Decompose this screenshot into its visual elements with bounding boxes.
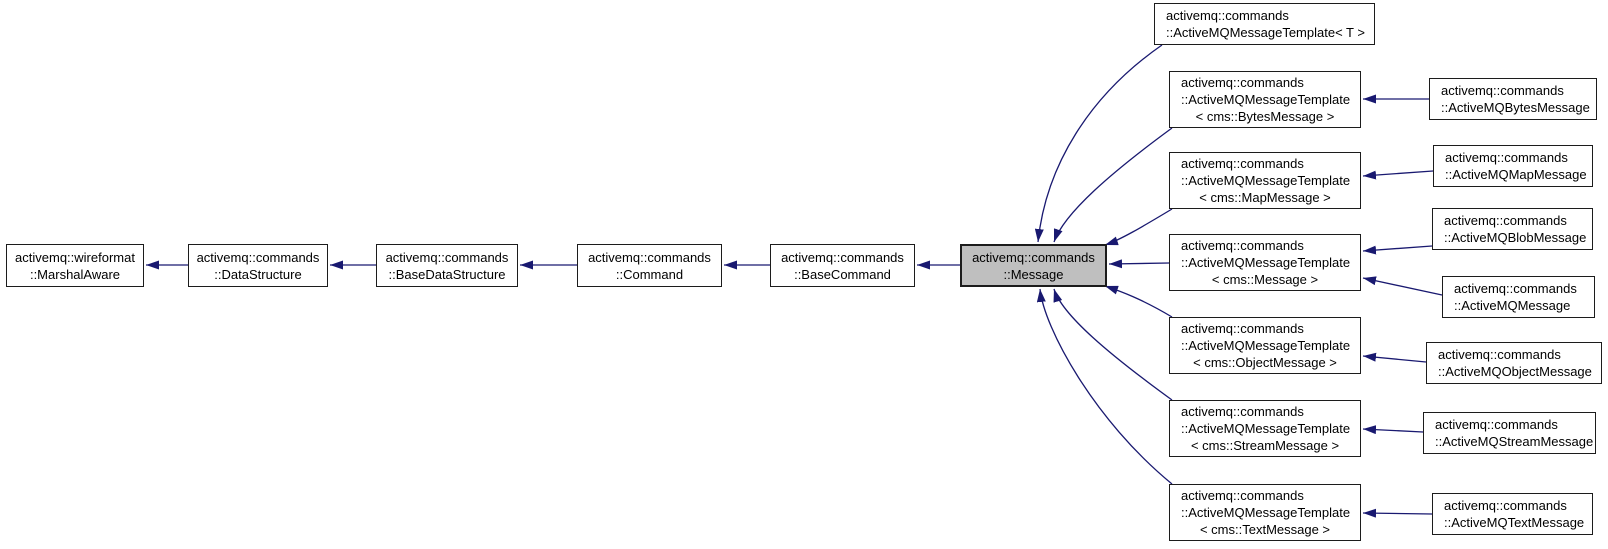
node-basedatastructure[interactable]: activemq::commands ::BaseDataStructure [376,244,518,287]
node-label-line: ::BaseCommand [794,266,891,282]
node-label-line: activemq::commands [1444,213,1567,228]
node-activemqmessagetemplate-bytesmessage[interactable]: activemq::commands ::ActiveMQMessageTemp… [1169,71,1361,128]
node-label-line: activemq::commands [1444,498,1567,513]
node-label-line: activemq::commands [1181,75,1304,90]
node-label-line: activemq::commands [1438,347,1561,362]
node-label-line: activemq::commands [1454,281,1577,296]
node-label-line: activemq::commands [1181,156,1304,171]
node-activemqmessagetemplate-t[interactable]: activemq::commands ::ActiveMQMessageTemp… [1154,3,1375,45]
node-activemqmessage[interactable]: activemq::commands ::ActiveMQMessage [1442,276,1595,318]
node-label-line: activemq::commands [196,249,320,265]
node-activemqmessagetemplate-cms-message[interactable]: activemq::commands ::ActiveMQMessageTemp… [1169,234,1361,291]
edge-template-map-to-message [1104,208,1173,246]
edge-template-bytes-to-message [1053,127,1173,243]
node-marshalaware[interactable]: activemq::wireformat ::MarshalAware [6,244,144,287]
node-label-line: activemq::commands [1445,150,1568,165]
node-activemqmessagetemplate-textmessage[interactable]: activemq::commands ::ActiveMQMessageTemp… [1169,484,1361,541]
node-label-line: ::ActiveMQMessage [1454,298,1571,313]
edge-activemqmessage-to-template [1362,276,1443,296]
node-label-line: ::ActiveMQMessageTemplate [1181,173,1351,188]
node-label-line: ::Command [615,266,684,282]
node-label-line: ::BaseDataStructure [388,266,506,282]
node-label-line: ::ActiveMQMessageTemplate< T > [1166,25,1365,40]
node-label-line: activemq::commands [1181,488,1304,503]
node-activemqblobmessage[interactable]: activemq::commands ::ActiveMQBlobMessage [1432,208,1593,250]
node-label-line: activemq::commands [1181,238,1304,253]
node-label-line: < cms::ObjectMessage > [1193,355,1337,370]
node-label-line: ::ActiveMQMapMessage [1445,167,1587,182]
node-activemqstreammessage[interactable]: activemq::commands ::ActiveMQStreamMessa… [1423,412,1596,454]
node-label-line: < cms::MapMessage > [1199,190,1331,205]
node-label-line: activemq::commands [1441,83,1564,98]
node-label-line: ::Message [1003,266,1064,282]
node-label-line: ::ActiveMQStreamMessage [1435,434,1594,449]
node-label-line: ::ActiveMQMessageTemplate [1181,255,1351,270]
node-label-line: ::ActiveMQTextMessage [1444,515,1585,530]
node-activemqbytesmessage[interactable]: activemq::commands ::ActiveMQBytesMessag… [1429,78,1597,120]
node-label-line: < cms::BytesMessage > [1195,109,1335,124]
node-command[interactable]: activemq::commands ::Command [577,244,722,287]
node-label-line: ::ActiveMQMessageTemplate [1181,338,1351,353]
edge-objectmessage-to-template [1362,352,1427,363]
edge-textmessage-to-template [1362,508,1433,518]
node-activemqtextmessage[interactable]: activemq::commands ::ActiveMQTextMessage [1432,493,1593,535]
node-label-line: < cms::Message > [1211,272,1319,287]
node-activemqobjectmessage[interactable]: activemq::commands ::ActiveMQObjectMessa… [1426,342,1602,384]
node-label-line: ::ActiveMQMessageTemplate [1181,505,1351,520]
node-activemqmessagetemplate-mapmessage[interactable]: activemq::commands ::ActiveMQMessageTemp… [1169,152,1361,209]
node-label-line: activemq::commands [1435,417,1558,432]
edge-template-object-to-message [1104,285,1173,318]
node-label-line: activemq::wireformat [15,249,135,265]
node-label-line: ::ActiveMQBytesMessage [1441,100,1590,115]
node-activemqmapmessage[interactable]: activemq::commands ::ActiveMQMapMessage [1433,145,1593,187]
node-label-line: < cms::StreamMessage > [1190,438,1340,453]
edge-mapmessage-to-template [1362,170,1434,180]
node-label-line: ::DataStructure [214,266,302,282]
node-message-current: activemq::commands ::Message [960,244,1107,287]
node-label-line: < cms::TextMessage > [1199,522,1331,537]
node-label-line: ::ActiveMQMessageTemplate [1181,92,1351,107]
node-activemqmessagetemplate-objectmessage[interactable]: activemq::commands ::ActiveMQMessageTemp… [1169,317,1361,374]
node-label-line: ::ActiveMQObjectMessage [1438,364,1592,379]
edge-template-text-to-message [1036,288,1173,485]
node-label-line: activemq::commands [385,249,509,265]
node-label-line: activemq::commands [972,249,1095,265]
node-label-line: activemq::commands [1181,404,1304,419]
edge-template-stream-to-message [1053,288,1173,401]
node-basecommand[interactable]: activemq::commands ::BaseCommand [770,244,915,287]
edge-template-t-to-message [1034,44,1163,243]
node-label-line: ::ActiveMQBlobMessage [1444,230,1587,245]
node-label-line: ::ActiveMQMessageTemplate [1181,421,1351,436]
node-label-line: activemq::commands [1166,8,1289,23]
node-label-line: activemq::commands [1181,321,1304,336]
node-label-line: ::MarshalAware [29,266,121,282]
node-activemqmessagetemplate-streammessage[interactable]: activemq::commands ::ActiveMQMessageTemp… [1169,400,1361,457]
edge-blobmessage-to-template [1362,245,1433,255]
node-datastructure[interactable]: activemq::commands ::DataStructure [188,244,328,287]
node-label-line: activemq::commands [781,249,904,265]
edge-template-cms-message-to-message [1108,259,1170,269]
edge-streammessage-to-template [1362,425,1424,435]
node-label-line: activemq::commands [588,249,711,265]
